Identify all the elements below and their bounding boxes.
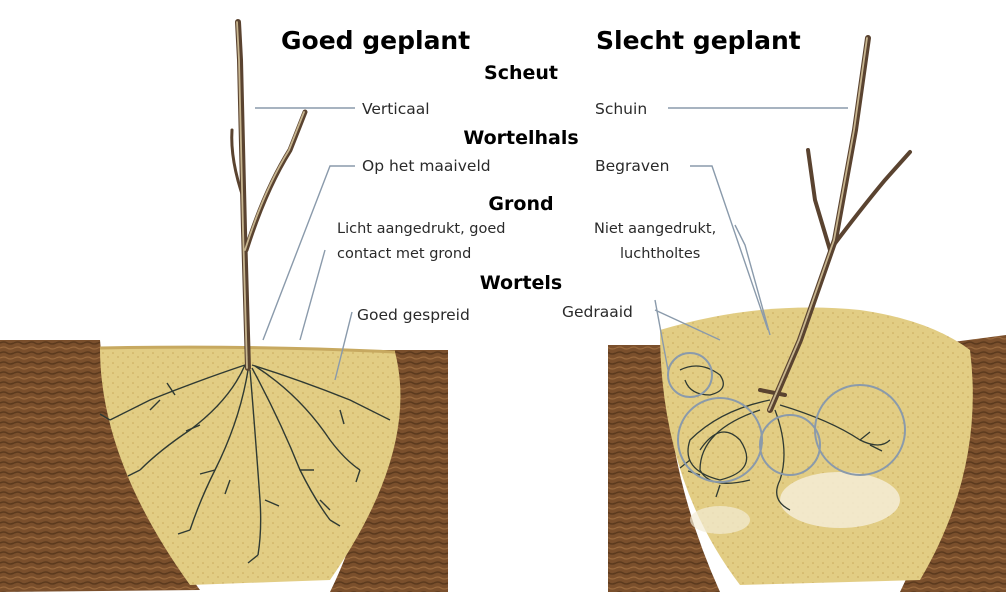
section-grond: Grond bbox=[488, 193, 553, 215]
good-planting-title: Goed geplant bbox=[281, 26, 470, 55]
good-wortels-label: Goed gespreid bbox=[357, 305, 470, 325]
good-wortelhals-label: Op het maaiveld bbox=[362, 156, 491, 176]
bad-wortelhals-label: Begraven bbox=[595, 156, 669, 176]
good-grond-label-line1: Licht aangedrukt, goed bbox=[337, 219, 506, 239]
air-pocket bbox=[690, 506, 750, 534]
good-scheut-label: Verticaal bbox=[362, 99, 430, 119]
bad-planting-illustration bbox=[608, 38, 1006, 592]
bad-wortels-label: Gedraaid bbox=[562, 302, 633, 322]
bad-scheut-label: Schuin bbox=[595, 99, 647, 119]
section-wortels: Wortels bbox=[480, 272, 563, 294]
good-grond-label-line2: contact met grond bbox=[337, 244, 471, 264]
air-pocket bbox=[780, 472, 900, 528]
bad-planting-title: Slecht geplant bbox=[596, 26, 801, 55]
section-wortelhals: Wortelhals bbox=[463, 127, 578, 149]
section-scheut: Scheut bbox=[484, 62, 558, 84]
bad-grond-label-line2: luchtholtes bbox=[620, 244, 700, 264]
bad-grond-label-line1: Niet aangedrukt, bbox=[594, 219, 716, 239]
